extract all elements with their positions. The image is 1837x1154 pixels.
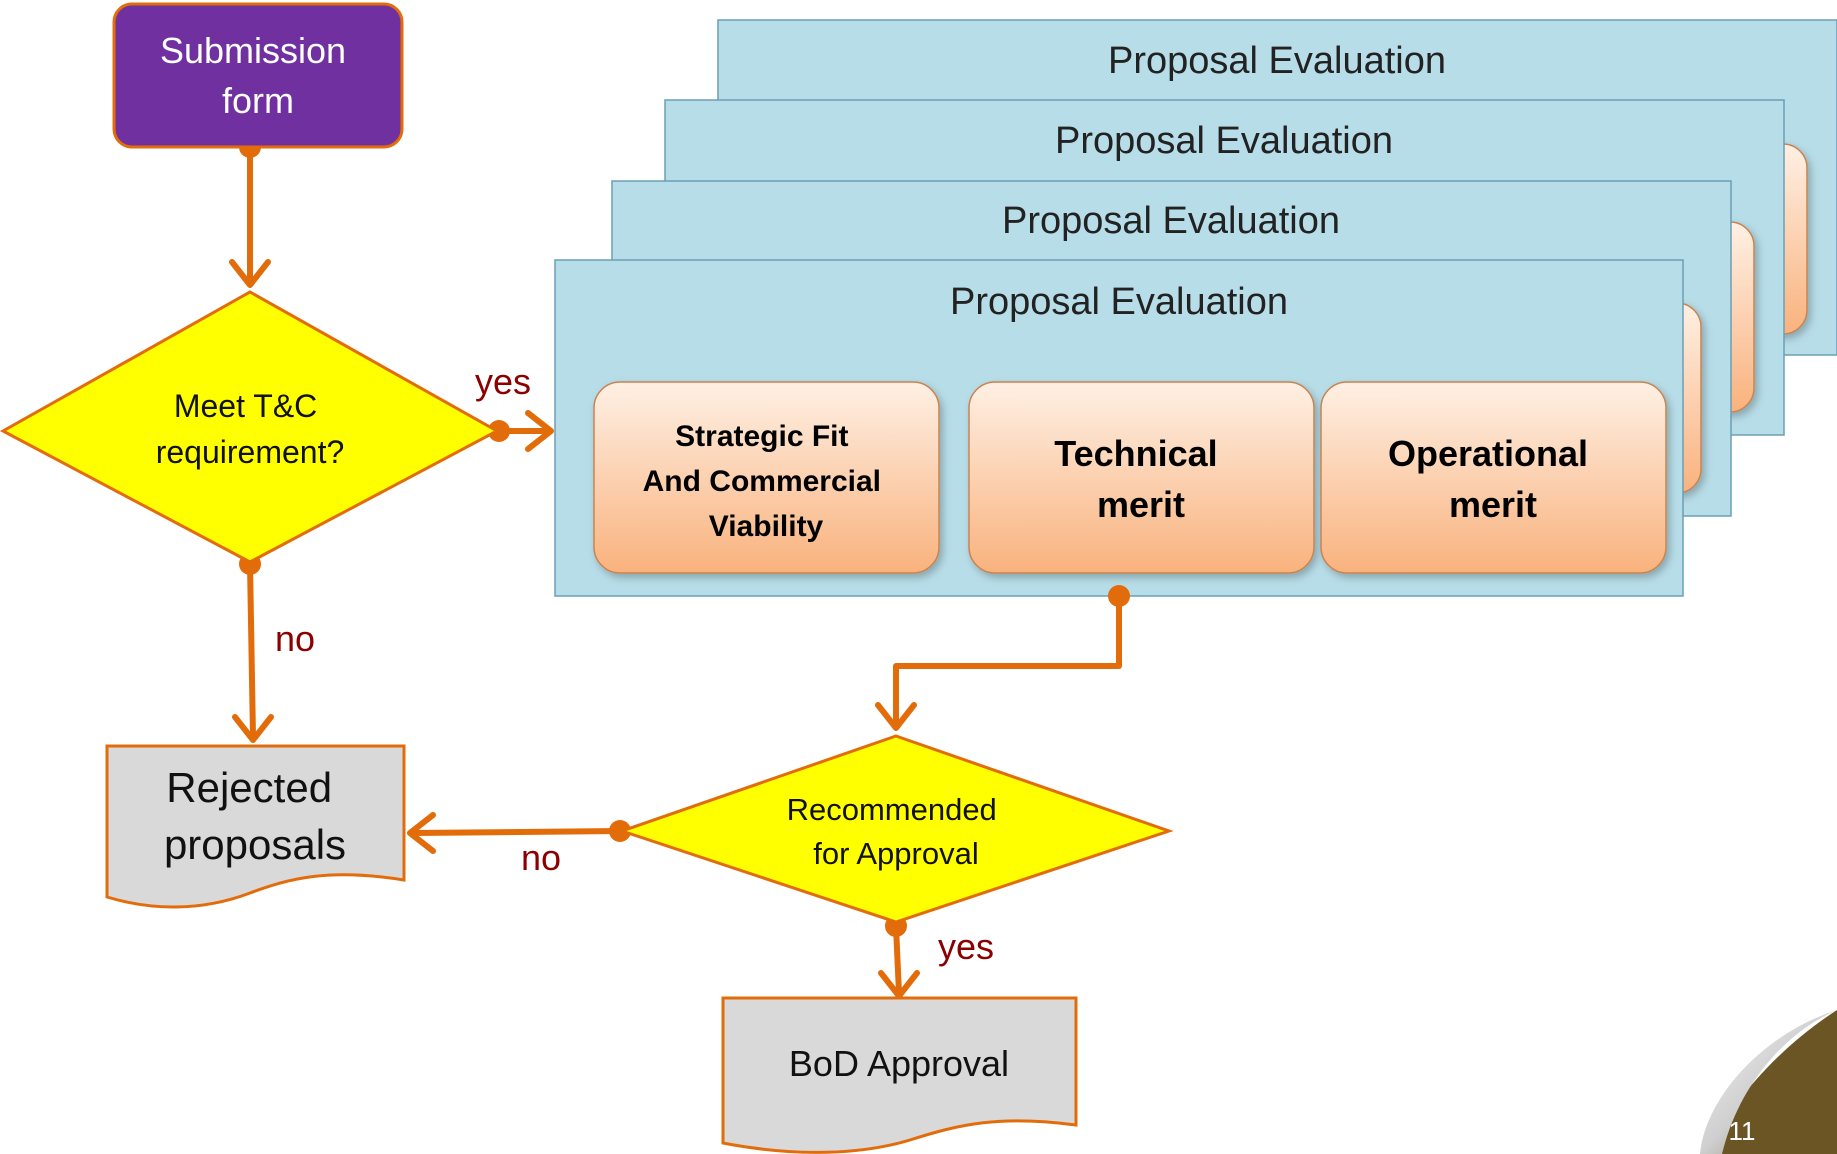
svg-text:Recommended for Approval: Recommended for Approval <box>787 792 1006 871</box>
bod-approval-node: BoD Approval <box>721 996 1078 1154</box>
submission-form-line-2: form <box>222 80 294 121</box>
criteria-technical-merit: Technical merit <box>968 381 1315 574</box>
criteria-strategic-line-1: Strategic Fit <box>675 420 848 453</box>
page-curl: 11 <box>1700 1010 1837 1154</box>
bod-approval-label: BoD Approval <box>789 1043 1009 1084</box>
edge-submission-to-decision <box>229 144 271 288</box>
criteria-strategic-line-3: Viability <box>709 510 824 543</box>
evaluation-title-4: Proposal Evaluation <box>1108 40 1446 82</box>
recommended-line-2: for Approval <box>813 836 978 871</box>
criteria-operational-line-2: merit <box>1449 484 1537 525</box>
criteria-operational-merit: Operational merit <box>1320 381 1667 574</box>
evaluation-title-3: Proposal Evaluation <box>1055 120 1393 162</box>
criteria-technical-line-2: merit <box>1097 484 1185 525</box>
connectors <box>229 144 1122 999</box>
edge-recommended-yes <box>878 924 920 999</box>
meet-tc-line-1: Meet T&C <box>174 388 317 424</box>
evaluation-title-2: Proposal Evaluation <box>1002 200 1340 242</box>
edge-decision-no <box>232 561 274 743</box>
criteria-operational-line-1: Operational <box>1388 433 1588 474</box>
rejected-proposals-node: Rejected proposals <box>105 744 406 909</box>
label-meet-no: no <box>275 618 315 659</box>
decision-recommended: Recommended for Approval <box>617 734 1174 924</box>
svg-text:Strategic Fit And Co: Strategic Fit And Commercial Viability <box>643 420 890 543</box>
decision-meet-tc: Meet T&C requirement? <box>0 290 501 564</box>
label-meet-yes: yes <box>475 361 531 402</box>
criteria-strategic-fit: Strategic Fit And Commercial Viability <box>593 381 940 574</box>
svg-text:Rejected proposals: Rejected proposals <box>164 764 346 868</box>
edge-recommended-no <box>407 812 623 854</box>
criteria-technical-line-1: Technical <box>1054 433 1217 474</box>
svg-text:Technical merit: Technical merit <box>1054 433 1227 525</box>
svg-text:Submission form: Submission form <box>160 30 356 121</box>
criteria-strategic-line-2: And Commercial <box>643 465 881 498</box>
evaluation-stack: Proposal Evaluation Proposal Evaluation … <box>554 19 1837 597</box>
label-recommended-yes: yes <box>938 926 994 967</box>
svg-text:Operational merit: Operational merit <box>1388 433 1598 525</box>
submission-form-line-1: Submission <box>160 30 346 71</box>
meet-tc-line-2: requirement? <box>156 434 345 470</box>
edge-evaluation-to-recommended <box>875 593 1122 731</box>
edge-labels: yes no no yes <box>275 361 994 967</box>
recommended-line-1: Recommended <box>787 792 997 827</box>
evaluation-title-1: Proposal Evaluation <box>950 281 1288 323</box>
label-recommended-no: no <box>521 837 561 878</box>
svg-text:Meet T&C requirement?: Meet T&C requirement? <box>156 388 345 470</box>
page-number: 11 <box>1729 1116 1756 1146</box>
evaluation-panel-1: Proposal Evaluation Strategic Fit And Co… <box>554 259 1684 597</box>
rejected-line-2: proposals <box>164 821 346 868</box>
submission-form-node: Submission form <box>112 2 404 149</box>
rejected-line-1: Rejected <box>166 764 332 811</box>
